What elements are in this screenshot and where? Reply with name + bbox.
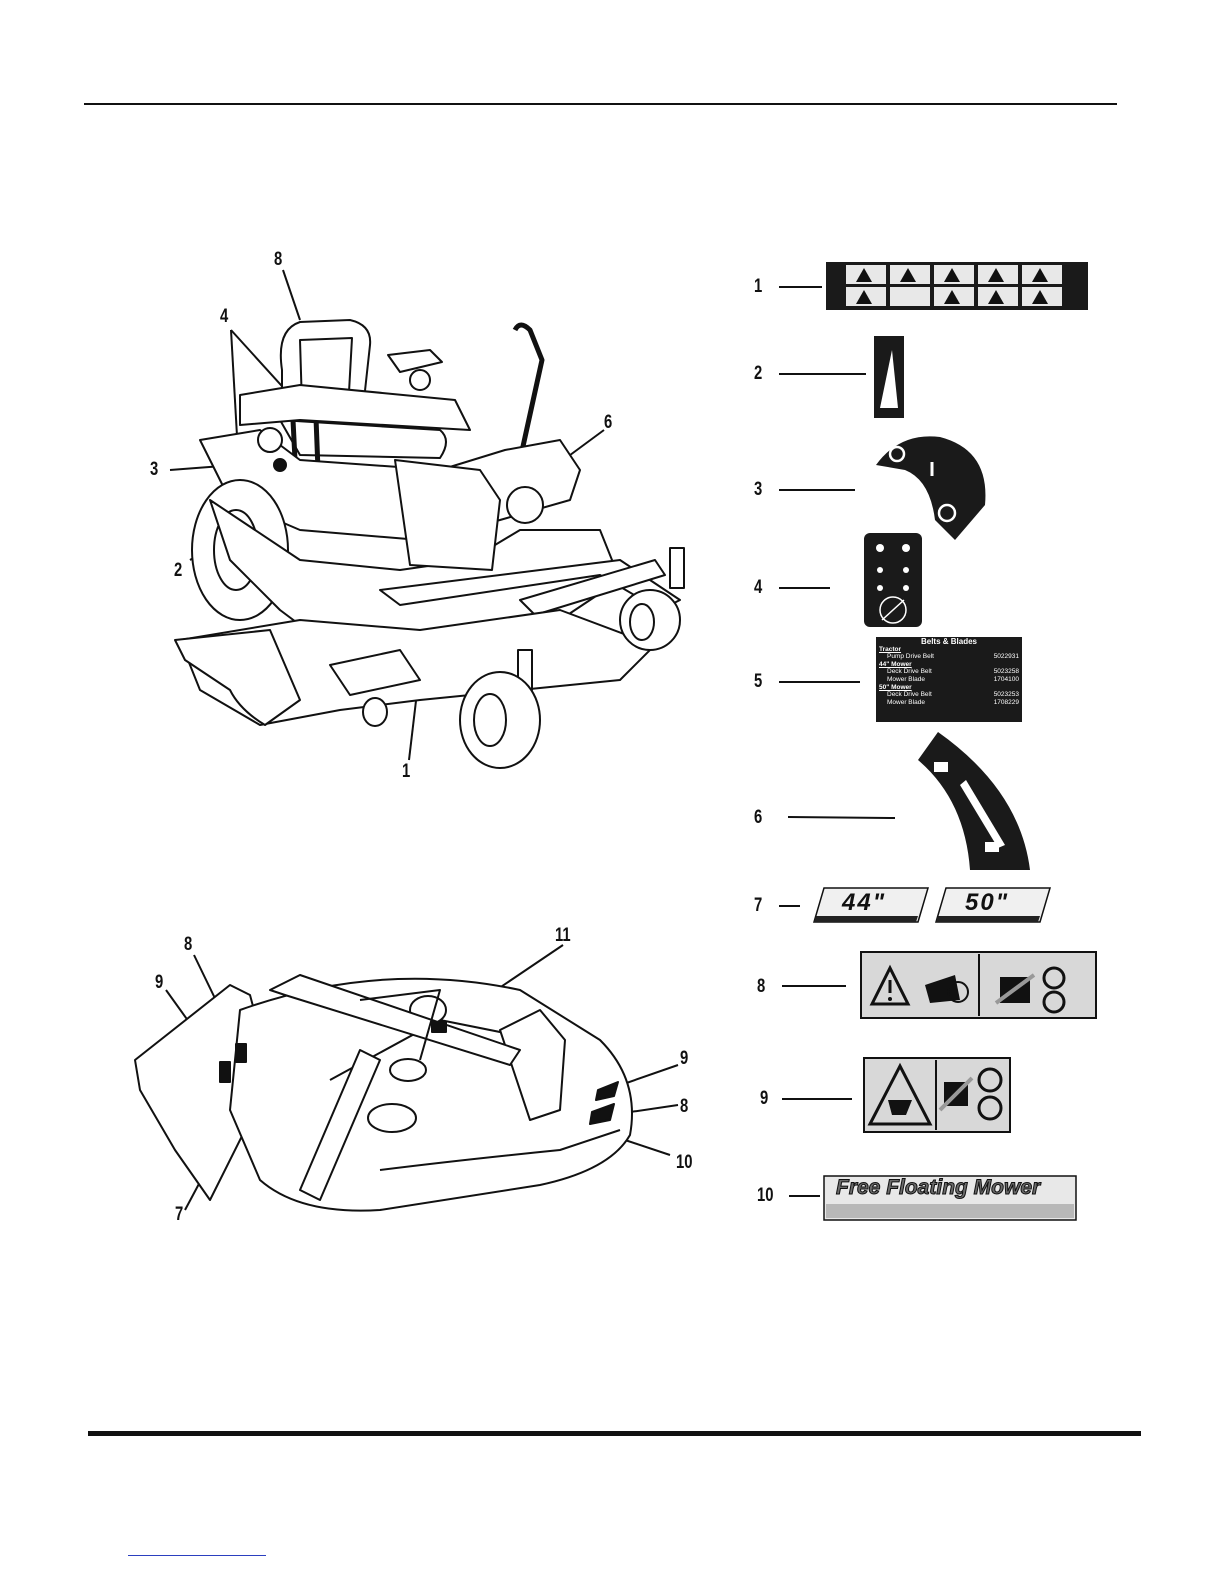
decal-callout-4: 4: [754, 578, 762, 597]
footer-link-underline: [128, 1555, 266, 1556]
parts-label: Mower Blade: [887, 699, 925, 707]
decal-8-warning: [861, 952, 1096, 1018]
parts-number: 5022931: [994, 653, 1019, 661]
parts-plate-text: Belts & Blades Tractor Pump Drive Belt 5…: [879, 638, 1019, 720]
decal-callout-6: 6: [754, 808, 762, 827]
parts-label: Mower Blade: [887, 676, 925, 684]
parts-label: Pump Drive Belt: [887, 653, 934, 661]
decal-3-ignition: [876, 436, 985, 540]
parts-plate-title: Belts & Blades: [879, 638, 1019, 646]
parts-row: Mower Blade 1708229: [879, 699, 1019, 707]
parts-number: 1708229: [994, 699, 1019, 707]
parts-plate-50: 50" Mower: [879, 684, 1019, 692]
decal-callout-9: 9: [760, 1089, 768, 1108]
parts-number: 5023258: [994, 668, 1019, 676]
decal-9-warning: [864, 1058, 1010, 1132]
parts-row: Pump Drive Belt 5022931: [879, 653, 1019, 661]
parts-row: Deck Drive Belt 5023253: [879, 691, 1019, 699]
decal-6-height-adjust: [918, 732, 1030, 870]
footer-rule: [88, 1431, 1141, 1436]
free-floating-mower-logo: Free Floating Mower: [836, 1176, 1072, 1200]
decal-4-operation: [864, 533, 922, 627]
parts-plate-44: 44" Mower: [879, 661, 1019, 669]
decal-callout-7: 7: [754, 896, 762, 915]
decal-callout-10: 10: [757, 1186, 773, 1205]
parts-number: 5023253: [994, 691, 1019, 699]
parts-number: 1704100: [994, 676, 1019, 684]
parts-label: Deck Drive Belt: [887, 668, 932, 676]
decal-callout-5: 5: [754, 672, 762, 691]
parts-row: Mower Blade 1704100: [879, 676, 1019, 684]
decal-callout-8: 8: [757, 977, 765, 996]
decal-1-safety-strip: [826, 262, 1088, 310]
parts-row: Deck Drive Belt 5023258: [879, 668, 1019, 676]
size-50-label: 50": [965, 889, 1045, 917]
parts-plate-tractor: Tractor: [879, 646, 1019, 654]
decal-callout-3: 3: [754, 480, 762, 499]
size-44-label: 44": [842, 889, 922, 917]
decal-callout-1: 1: [754, 277, 762, 296]
decal-callout-2: 2: [754, 364, 762, 383]
parts-label: Deck Drive Belt: [887, 691, 932, 699]
decal-2-throttle: [874, 336, 904, 418]
